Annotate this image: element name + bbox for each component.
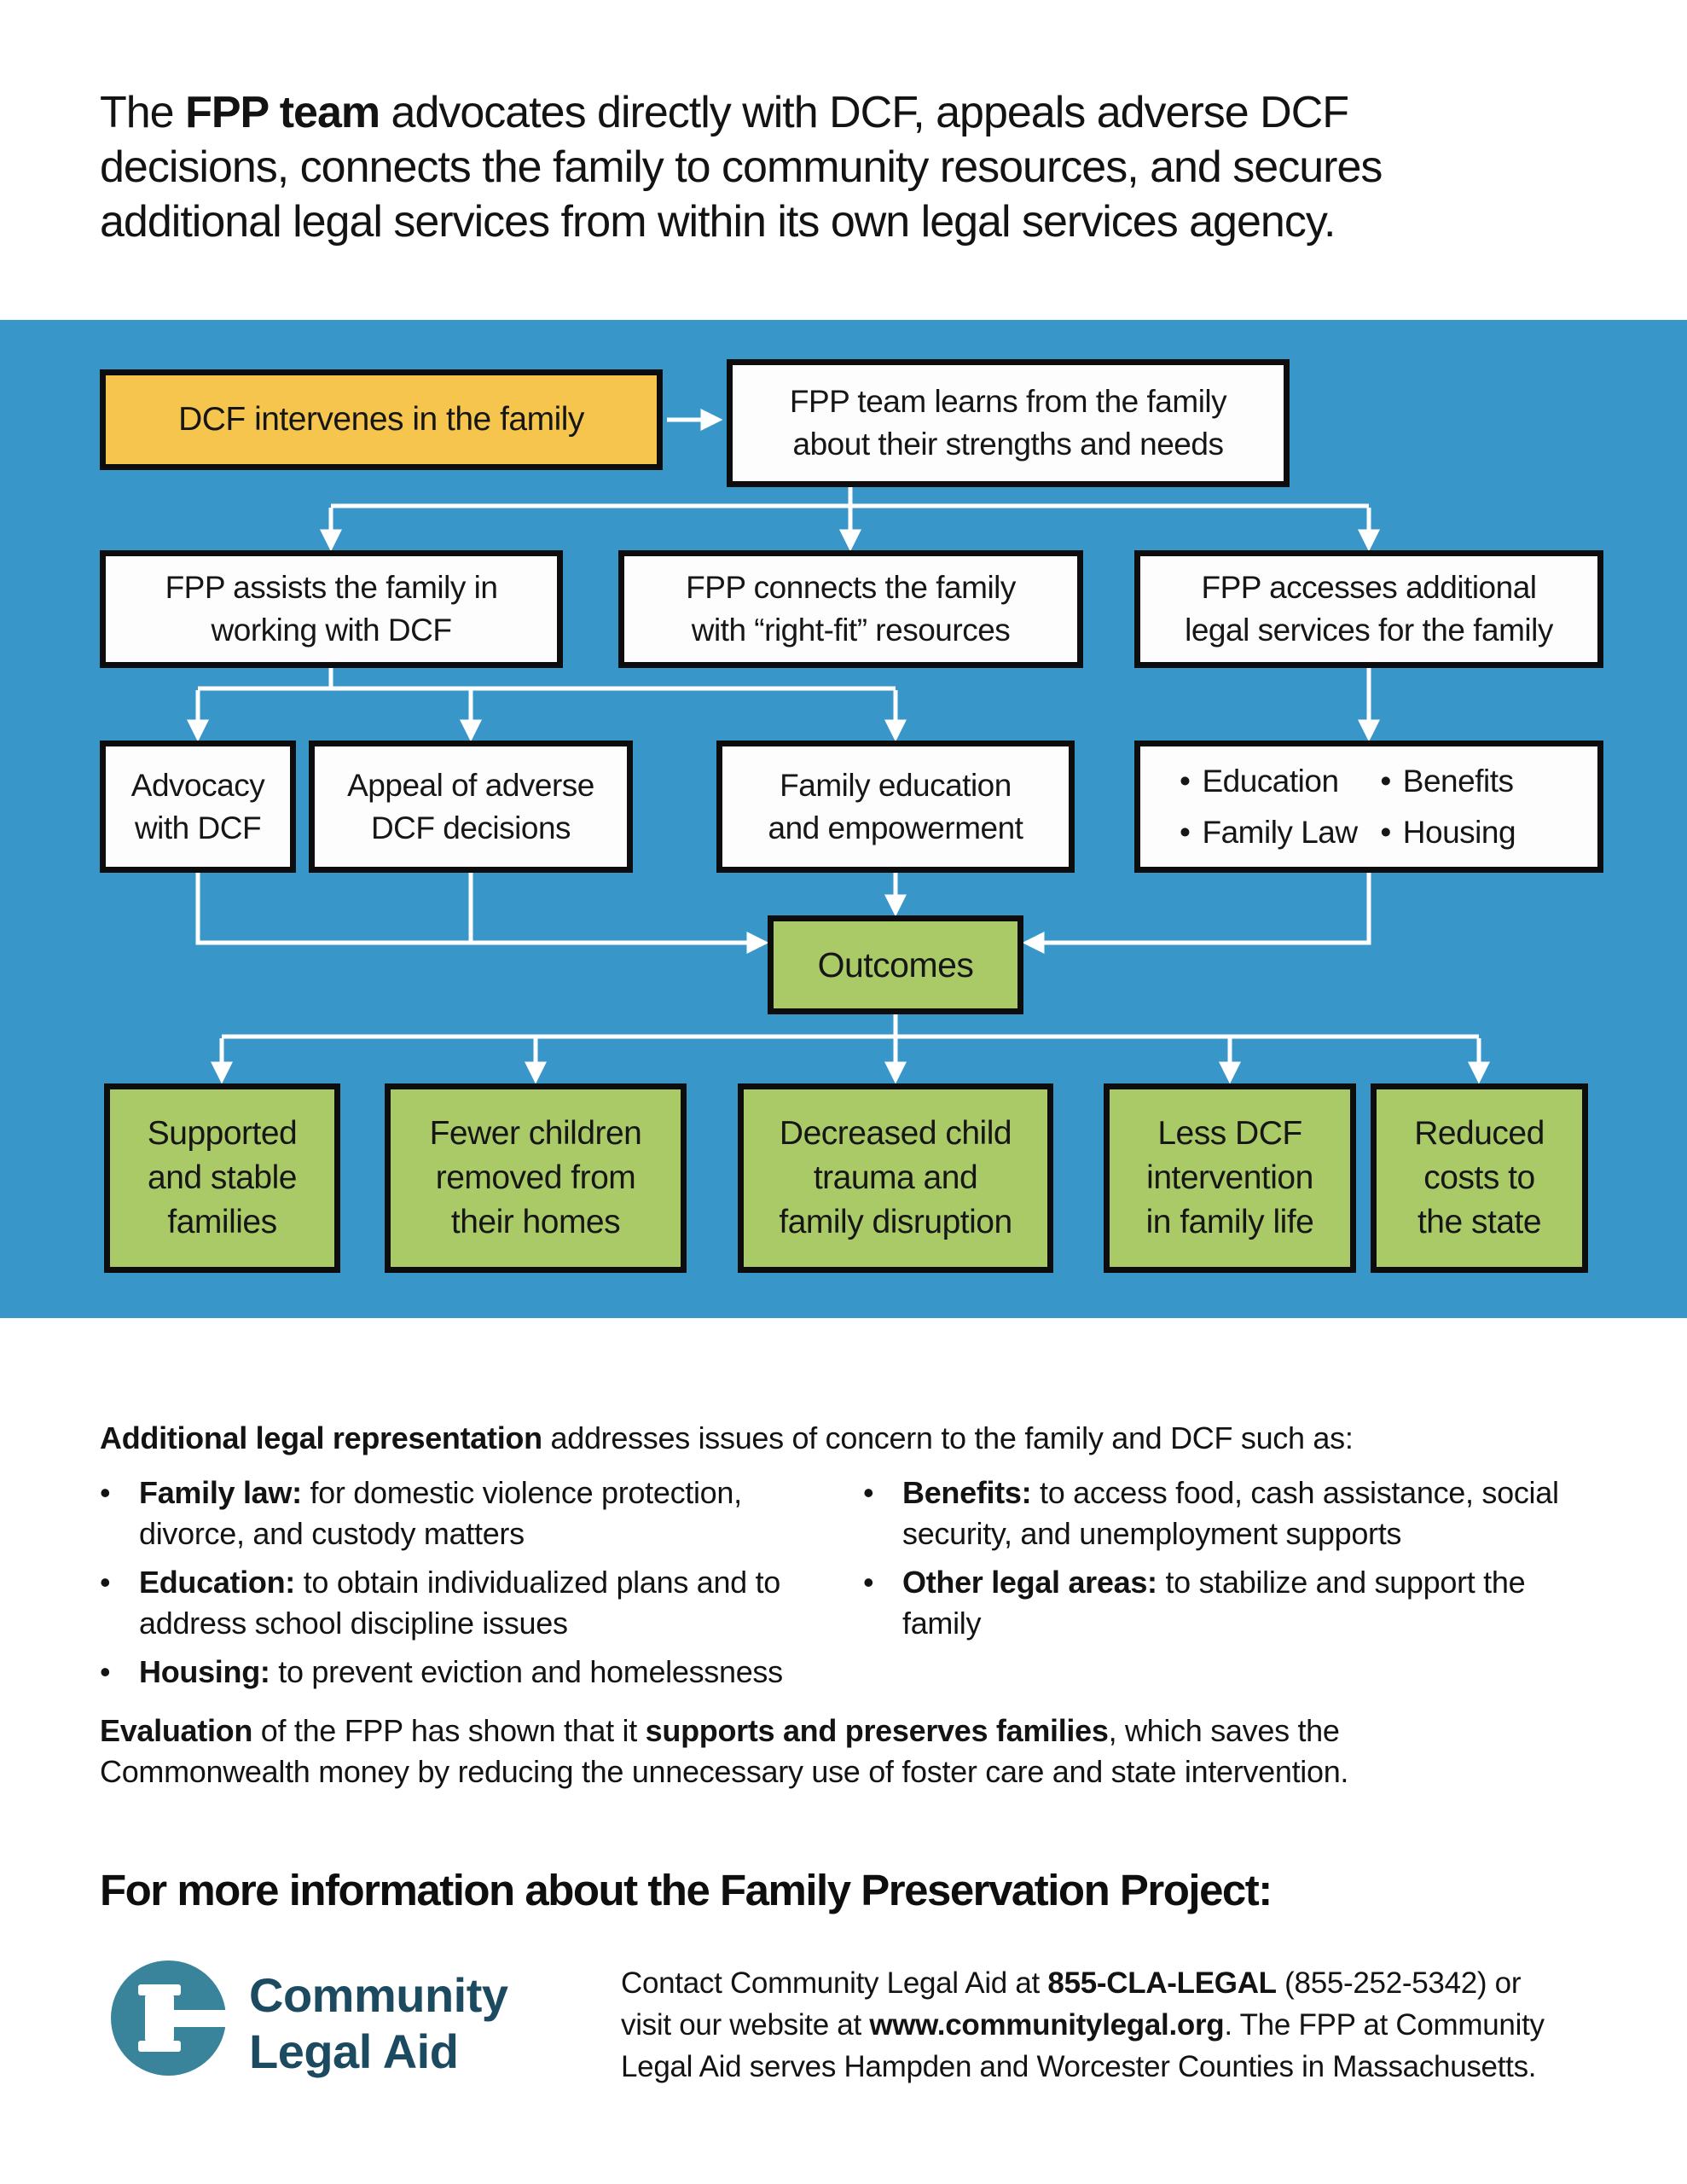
- bullet-icon: •: [1180, 763, 1191, 799]
- gavel-handle-bar: [171, 2010, 232, 2027]
- gavel-bottom-cap: [138, 2041, 181, 2052]
- list-item: • Other legal areas: to stabilize and su…: [863, 1562, 1605, 1644]
- intro-line: decisions, connects the family to commun…: [100, 142, 1383, 192]
- bullet-column-right: • Benefits: to access food, cash assista…: [863, 1472, 1605, 1652]
- contact-line: visit our website at www.communitylegal.…: [621, 2008, 1545, 2042]
- list-item: • Housing: to prevent eviction and homel…: [100, 1652, 850, 1693]
- logo-wordmark-line: Legal Aid: [249, 2024, 459, 2078]
- bullet-icon: •: [863, 1565, 874, 1600]
- list-item-text: Education: to obtain individualized plan…: [139, 1565, 781, 1641]
- legal-area-label: Housing: [1402, 814, 1516, 850]
- bullet-icon: •: [863, 1475, 874, 1510]
- bullet-column-left: • Family law: for domestic violence prot…: [100, 1472, 850, 1700]
- contact-line: Legal Aid serves Hampden and Worcester C…: [621, 2050, 1537, 2083]
- legal-areas-grid: • Education • Benefits • Family Law • Housin…: [1140, 760, 1597, 854]
- intro-line: The FPP team advocates directly with DCF…: [100, 88, 1349, 137]
- legal-area-label: Benefits: [1402, 763, 1514, 799]
- intro-line: additional legal services from within it…: [100, 197, 1336, 247]
- more-info-heading: For more information about the Family Pr…: [100, 1866, 1272, 1914]
- list-item-text: Housing: to prevent eviction and homeles…: [139, 1654, 783, 1689]
- intro-paragraph: The FPP team advocates directly with DCF…: [100, 85, 1626, 249]
- bullet-icon: •: [1380, 763, 1391, 799]
- legal-area-item: • Benefits: [1380, 760, 1514, 803]
- list-item: • Family law: for domestic violence prot…: [100, 1472, 850, 1554]
- list-item-text: Family law: for domestic violence protec…: [139, 1475, 742, 1551]
- node-outcomes: Outcomes: [768, 915, 1023, 1014]
- bullet-icon: •: [1180, 814, 1191, 850]
- bullet-icon: •: [100, 1565, 111, 1600]
- flowchart-band: DCF intervenes in the family FPP team le…: [0, 320, 1687, 1318]
- legal-area-label: Education: [1202, 763, 1339, 799]
- contact-line: Contact Community Legal Aid at 855-CLA-L…: [621, 1966, 1522, 2000]
- list-item: • Education: to obtain individualized pl…: [100, 1562, 850, 1644]
- bullet-icon: •: [100, 1654, 111, 1689]
- gavel-top-cap: [138, 1984, 181, 1995]
- evaluation-paragraph: Evaluation of the FPP has shown that it …: [100, 1711, 1550, 1792]
- logo-wordmark: Community Legal Aid: [249, 1967, 508, 2080]
- legal-area-label: Family Law: [1202, 814, 1358, 850]
- node-legal-areas: • Education • Benefits • Family Law • Housin…: [1134, 741, 1603, 873]
- bullet-icon: •: [100, 1475, 111, 1510]
- contact-info: Contact Community Legal Aid at 855-CLA-L…: [621, 1962, 1627, 2088]
- flow-connector-arrows: [187, 409, 1490, 1084]
- node-dcf-intervenes: DCF intervenes in the family: [100, 369, 663, 470]
- node-label: DCF intervenes in the family: [178, 401, 584, 438]
- legal-area-item: • Family Law: [1180, 811, 1358, 854]
- list-item-text: Other legal areas: to stabilize and supp…: [902, 1565, 1526, 1641]
- bullet-icon: •: [1380, 814, 1391, 850]
- evaluation-line: Commonwealth money by reducing the unnec…: [100, 1754, 1349, 1789]
- additional-representation-lead: Additional legal representation addresse…: [100, 1420, 1354, 1455]
- list-item-text: Benefits: to access food, cash assistanc…: [902, 1475, 1559, 1551]
- gavel-body: [145, 1995, 174, 2042]
- node-label: Outcomes: [817, 945, 974, 985]
- evaluation-line: Evaluation of the FPP has shown that it …: [100, 1713, 1340, 1748]
- community-legal-aid-logo-icon: [111, 1960, 232, 2076]
- legal-area-item: • Housing: [1380, 811, 1516, 854]
- legal-area-item: • Education: [1180, 760, 1339, 803]
- list-item: • Benefits: to access food, cash assista…: [863, 1472, 1605, 1554]
- logo-wordmark-line: Community: [249, 1968, 508, 2022]
